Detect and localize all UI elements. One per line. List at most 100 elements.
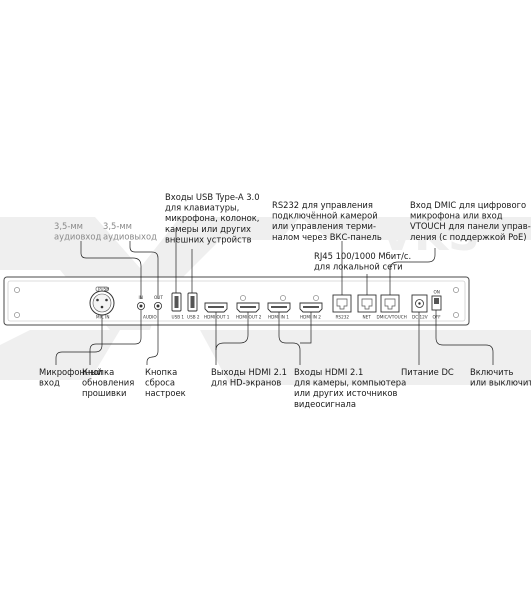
callout-firmware: Кнопка обновления прошивки (82, 367, 137, 398)
callout-line: Питание DC (401, 367, 454, 377)
callout-line: прошивки (82, 388, 126, 398)
callout-rs232: RS232 для управления подключённой камеро… (272, 200, 382, 242)
hdmi-in1-port[interactable] (267, 302, 291, 313)
callout-reset: Кнопка сброса настроек (145, 367, 186, 398)
port-captions: PUSH MIC IN IN OUT AUDIO USB 1 USB 2 HDM… (96, 287, 441, 320)
label-on: ON (434, 290, 440, 295)
label-hdmi-in2: HDMI IN 2 (300, 315, 321, 320)
callout-hdmi-in: Входы HDMI 2.1 для камеры, компьютера ил… (294, 367, 409, 409)
label-off: OFF (433, 315, 442, 320)
callout-line: VTOUCH для панели управ- (410, 221, 531, 231)
callouts: 3,5-мм аудиовход 3,5-мм аудиовыход Входы… (39, 192, 531, 409)
callout-line: Входы HDMI 2.1 (294, 367, 363, 377)
screw-icon (14, 287, 459, 318)
callout-line: вход (39, 378, 60, 388)
leader-firmware (89, 310, 142, 365)
callout-dc-power: Питание DC (401, 367, 454, 377)
device-rear-panel (3, 276, 470, 326)
callout-line: Кнопка (82, 367, 114, 377)
label-rs232: RS232 (336, 315, 350, 320)
audio-in-jack[interactable] (136, 301, 145, 310)
callout-line: настроек (145, 388, 186, 398)
hdmi-out1-port[interactable] (204, 302, 228, 313)
mic-in-port[interactable] (89, 286, 115, 316)
leader-hdmi-out2 (215, 312, 249, 351)
net-port[interactable] (357, 294, 377, 313)
label-audio: AUDIO (143, 315, 157, 320)
callout-line: Входы USB Type-A 3.0 (165, 192, 260, 202)
leader-hdmi-in1 (278, 312, 301, 365)
label-usb1: USB 1 (172, 315, 185, 320)
callout-line: RJ45 100/1000 Мбит/с. (314, 251, 411, 261)
callout-line: Выходы HDMI 2.1 (211, 367, 287, 377)
watermark-text: VKS (380, 210, 480, 261)
leader-switch (435, 310, 494, 365)
callout-line: видеосигнала (294, 399, 356, 409)
callout-audio-in: 3,5-мм аудиовход (54, 221, 101, 242)
label-mic-in: MIC IN (96, 315, 109, 320)
label-usb2: USB 2 (187, 315, 200, 320)
leader-dmic (389, 248, 436, 295)
callout-line: сброса (145, 378, 175, 388)
label-hdmi-out2: HDMI OUT 2 (236, 315, 262, 320)
callout-audio-out: 3,5-мм аудиовыход (103, 221, 157, 242)
hdmi-out2-port[interactable] (236, 302, 260, 313)
callout-line: аудиовыход (103, 232, 157, 242)
panel-inner-border (7, 280, 466, 322)
label-dc12v: DC 12V (412, 315, 428, 320)
callout-line: микрофона, колонок, (165, 213, 259, 223)
callout-line: внешних устройств (165, 234, 252, 244)
label-dmic-vtouch: DMIC/VTOUCH (377, 315, 407, 320)
panel-body (3, 276, 470, 326)
usb2-port[interactable] (187, 292, 198, 312)
callout-line: Вход DMIC для цифрового (410, 200, 526, 210)
label-in: IN (139, 295, 143, 300)
power-switch[interactable] (431, 295, 442, 311)
label-hdmi-in1: HDMI IN 1 (268, 315, 289, 320)
callout-line: налом через ВКС-панель (272, 232, 382, 242)
dmic-vtouch-port[interactable] (380, 294, 400, 313)
label-push: PUSH (98, 287, 109, 292)
callout-line: Включить (470, 367, 513, 377)
usb1-port[interactable] (171, 292, 182, 312)
rs232-port[interactable] (332, 294, 352, 313)
callout-mic-in: Микрофонный вход (39, 367, 105, 388)
callout-line: 3,5-мм (54, 221, 83, 231)
leader-mic-in (55, 315, 103, 365)
leader-reset (146, 310, 159, 365)
callout-line: для клавиатуры, (165, 203, 239, 213)
callout-line: ления (с поддержкой PoE) (410, 232, 527, 242)
callout-line: обновления (82, 378, 134, 388)
callout-line: или других источников (294, 388, 398, 398)
hdmi-in2-port[interactable] (299, 302, 323, 313)
callout-line: подключённой камерой (272, 211, 378, 221)
callout-line: для HD-экранов (211, 378, 281, 388)
callout-rj45: RJ45 100/1000 Мбит/с. для локальной сети (314, 251, 414, 272)
callout-line: Кнопка (145, 367, 177, 377)
callout-line: камеры или других (165, 224, 251, 234)
leader-audio-out (129, 241, 159, 299)
callout-line: для локальной сети (314, 262, 403, 272)
callout-line: или управления терми- (272, 221, 376, 231)
callout-line: или выключить (470, 378, 531, 388)
label-out: OUT (154, 295, 163, 300)
callout-line: аудиовход (54, 232, 101, 242)
leader-lines (55, 228, 494, 365)
callout-line: RS232 для управления (272, 200, 373, 210)
label-net: NET (363, 315, 372, 320)
callout-line: 3,5-мм (103, 221, 132, 231)
callout-line: Микрофонный (39, 367, 102, 377)
leader-audio-in (80, 241, 142, 299)
watermark-logo: VKS (0, 210, 531, 385)
callout-usb: Входы USB Type-A 3.0 для клавиатуры, мик… (165, 192, 262, 244)
callout-hdmi-out: Выходы HDMI 2.1 для HD-экранов (211, 367, 290, 388)
callout-power-switch: Включить или выключить (470, 367, 531, 388)
callout-line: для камеры, компьютера (294, 378, 406, 388)
audio-out-jack[interactable] (153, 301, 162, 310)
callout-dmic: Вход DMIC для цифрового микрофона или вх… (410, 200, 531, 242)
dc-power-jack[interactable] (411, 294, 428, 313)
label-hdmi-out1: HDMI OUT 1 (204, 315, 230, 320)
leader-hdmi-in2 (300, 312, 312, 344)
callout-line: микрофона или вход (410, 211, 503, 221)
